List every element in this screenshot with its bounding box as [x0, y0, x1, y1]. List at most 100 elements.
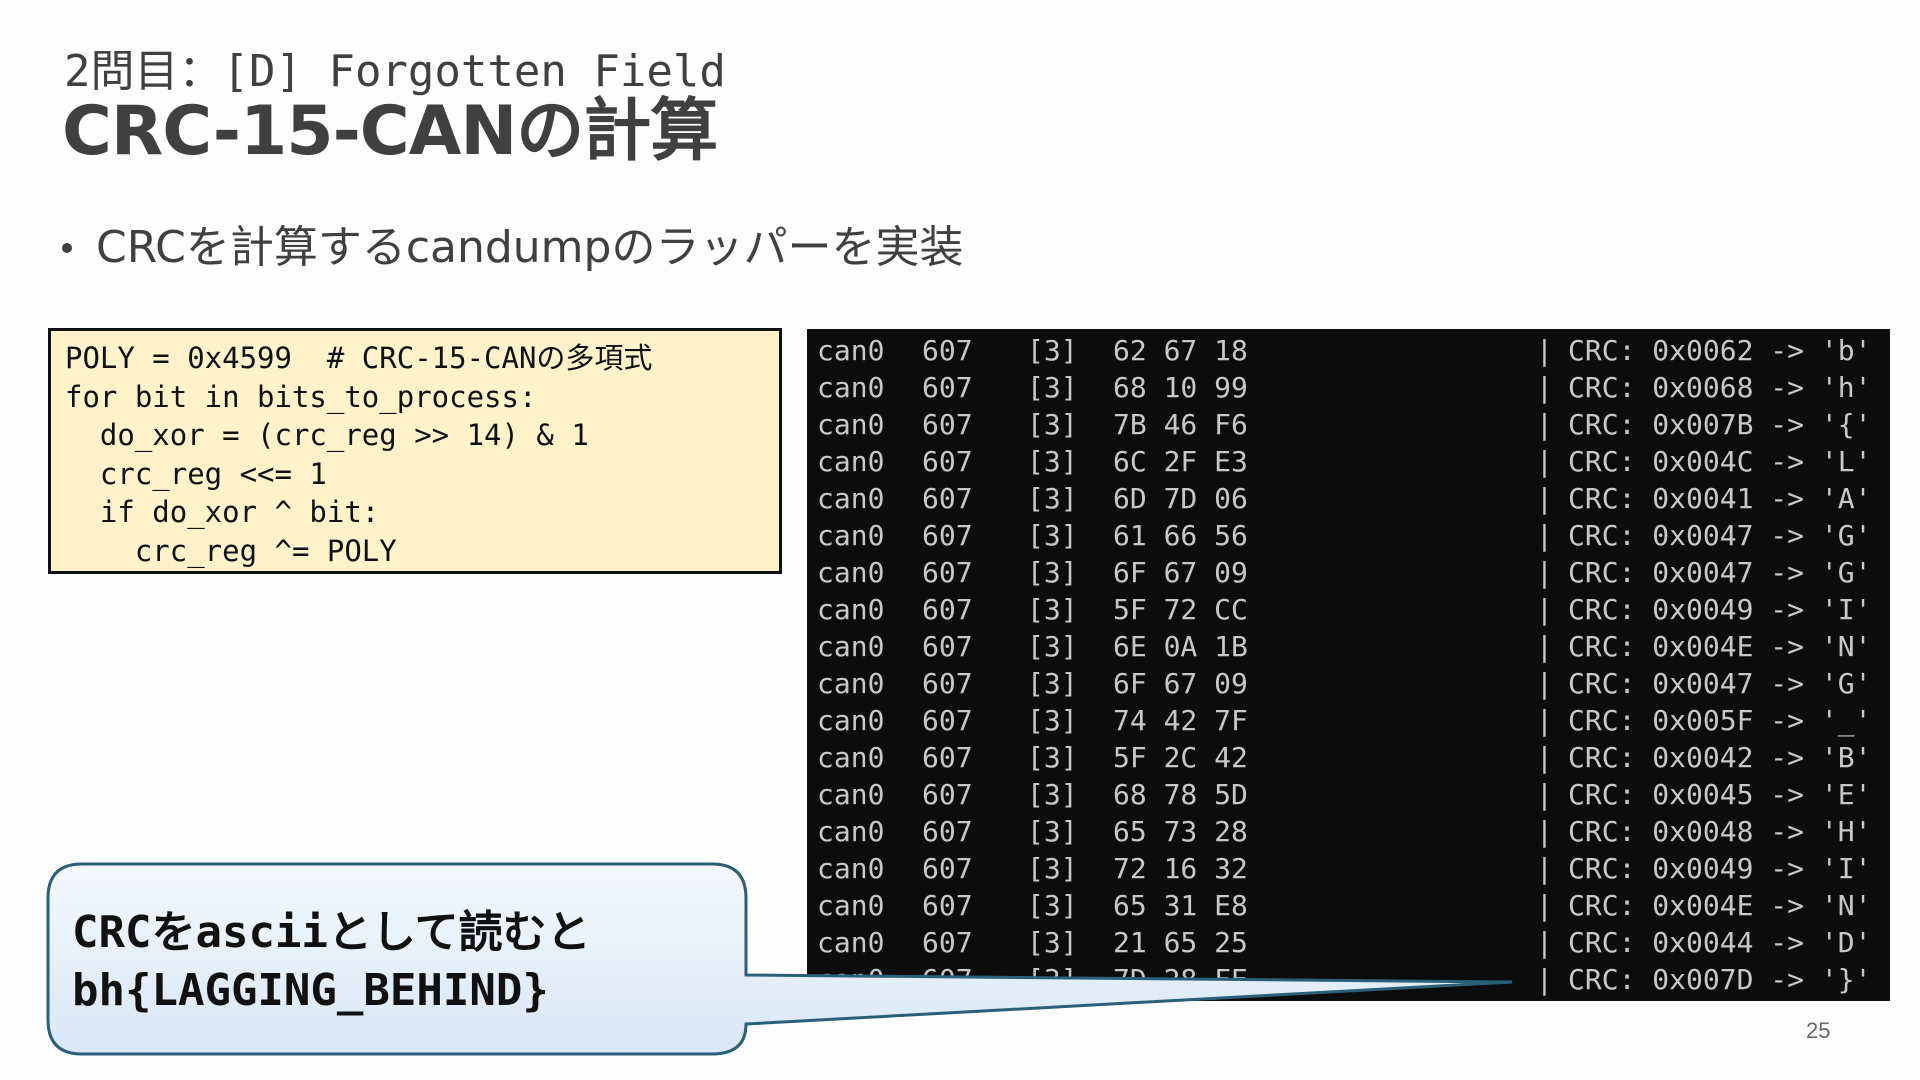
- terminal-cell-iface: can0: [817, 445, 885, 478]
- terminal-cell-crc: CRC: 0x0047 -> 'G': [1568, 519, 1872, 552]
- terminal-cell-sep: |: [1536, 593, 1553, 626]
- terminal-cell-id: 607: [922, 815, 973, 848]
- terminal-cell-sep: |: [1536, 445, 1553, 478]
- bullet-dot-icon: [62, 243, 72, 253]
- terminal-cell-crc: CRC: 0x0041 -> 'A': [1568, 482, 1872, 515]
- terminal-cell-dlc: [3]: [1027, 852, 1078, 885]
- terminal-cell-dlc: [3]: [1027, 334, 1078, 367]
- terminal-cell-data: 6E 0A 1B: [1113, 630, 1248, 663]
- terminal-cell-iface: can0: [817, 482, 885, 515]
- terminal-cell-sep: |: [1536, 778, 1553, 811]
- code-line: do_xor = (crc_reg >> 14) & 1: [65, 418, 589, 452]
- terminal-cell-crc: CRC: 0x007B -> '{': [1568, 408, 1872, 441]
- terminal-cell-id: 607: [922, 852, 973, 885]
- terminal-row: can0 607 [3] 72 16 32 | CRC: 0x0049 -> 'I': [807, 850, 1890, 887]
- terminal-cell-id: 607: [922, 408, 973, 441]
- terminal-cell-sep: |: [1536, 556, 1553, 589]
- page-number: 25: [1806, 1018, 1831, 1043]
- terminal-cell-data: 6F 67 09: [1113, 556, 1248, 589]
- terminal-cell-sep: |: [1536, 704, 1553, 737]
- terminal-cell-data: 21 65 25: [1113, 926, 1248, 959]
- terminal-cell-iface: can0: [817, 667, 885, 700]
- terminal-cell-sep: |: [1536, 815, 1553, 848]
- terminal-cell-iface: can0: [817, 408, 885, 441]
- callout-line-1: CRCをasciiとして読むと: [72, 907, 591, 958]
- callout-line-2: bh{LAGGING_BEHIND}: [72, 965, 549, 1016]
- terminal-cell-dlc: [3]: [1027, 445, 1078, 478]
- terminal-cell-iface: can0: [817, 889, 885, 922]
- terminal-cell-data: 61 66 56: [1113, 519, 1248, 552]
- terminal-cell-data: 65 31 E8: [1113, 889, 1248, 922]
- terminal-cell-crc: CRC: 0x0049 -> 'I': [1568, 593, 1872, 626]
- terminal-cell-crc: CRC: 0x0044 -> 'D': [1568, 926, 1872, 959]
- terminal-cell-sep: |: [1536, 519, 1553, 552]
- terminal-cell-crc: CRC: 0x005F -> '_': [1568, 704, 1872, 737]
- terminal-cell-dlc: [3]: [1027, 778, 1078, 811]
- terminal-cell-data: 72 16 32: [1113, 852, 1248, 885]
- terminal-cell-dlc: [3]: [1027, 704, 1078, 737]
- terminal-cell-iface: can0: [817, 334, 885, 367]
- terminal-cell-data: 6F 67 09: [1113, 667, 1248, 700]
- terminal-cell-iface: can0: [817, 778, 885, 811]
- terminal-cell-data: 5F 72 CC: [1113, 593, 1248, 626]
- terminal-cell-data: 6D 7D 06: [1113, 482, 1248, 515]
- terminal-cell-data: 6C 2F E3: [1113, 445, 1248, 478]
- terminal-cell-iface: can0: [817, 815, 885, 848]
- terminal-cell-crc: CRC: 0x0049 -> 'I': [1568, 852, 1872, 885]
- terminal-cell-id: 607: [922, 630, 973, 663]
- terminal-cell-crc: CRC: 0x0045 -> 'E': [1568, 778, 1872, 811]
- code-line: crc_reg <<= 1: [65, 456, 327, 491]
- terminal-cell-crc: CRC: 0x0042 -> 'B': [1568, 741, 1872, 774]
- terminal-cell-dlc: [3]: [1027, 815, 1078, 848]
- terminal-cell-id: 607: [922, 778, 973, 811]
- terminal-cell-sep: |: [1536, 408, 1553, 441]
- terminal-cell-data: 74 42 7F: [1113, 704, 1248, 737]
- terminal-cell-id: 607: [922, 704, 973, 737]
- terminal-cell-iface: can0: [817, 852, 885, 885]
- terminal-cell-dlc: [3]: [1027, 889, 1078, 922]
- terminal-cell-id: 607: [922, 926, 973, 959]
- terminal-cell-dlc: [3]: [1027, 556, 1078, 589]
- code-line: POLY = 0x4599 # CRC-15-CANの多項式: [65, 341, 653, 375]
- terminal-cell-sep: |: [1536, 852, 1553, 885]
- terminal-cell-crc: CRC: 0x0047 -> 'G': [1568, 667, 1872, 700]
- code-line: crc_reg ^= POLY: [65, 533, 397, 568]
- terminal-cell-id: 607: [922, 667, 973, 700]
- terminal-cell-sep: |: [1536, 482, 1553, 515]
- terminal-cell-dlc: [3]: [1027, 741, 1078, 774]
- terminal-cell-sep: |: [1536, 889, 1553, 922]
- terminal-cell-sep: |: [1536, 630, 1553, 663]
- slide-subtitle: 2問目：[D] Forgotten Field: [64, 46, 726, 97]
- terminal-cell-sep: |: [1536, 667, 1553, 700]
- terminal-row: can0 607 [3] 74 42 7F | CRC: 0x005F -> '_': [807, 702, 1890, 739]
- terminal-cell-data: 7D 28 FE: [1113, 963, 1248, 996]
- terminal-cell-iface: can0: [817, 963, 885, 996]
- terminal-cell-id: 607: [922, 371, 973, 404]
- terminal-cell-id: 607: [922, 445, 973, 478]
- terminal-cell-dlc: [3]: [1027, 593, 1078, 626]
- terminal-cell-data: 62 67 18: [1113, 334, 1248, 367]
- terminal-cell-id: 607: [922, 556, 973, 589]
- terminal-cell-iface: can0: [817, 371, 885, 404]
- terminal-cell-iface: can0: [817, 519, 885, 552]
- terminal-cell-crc: CRC: 0x004E -> 'N': [1568, 889, 1872, 922]
- terminal-cell-id: 607: [922, 741, 973, 774]
- code-box: POLY = 0x4599 # CRC-15-CANの多項式 for bit i…: [48, 328, 782, 574]
- terminal-cell-iface: can0: [817, 704, 885, 737]
- terminal-cell-iface: can0: [817, 593, 885, 626]
- terminal-cell-dlc: [3]: [1027, 963, 1078, 996]
- terminal-cell-dlc: [3]: [1027, 371, 1078, 404]
- terminal-cell-iface: can0: [817, 556, 885, 589]
- terminal-cell-sep: |: [1536, 371, 1553, 404]
